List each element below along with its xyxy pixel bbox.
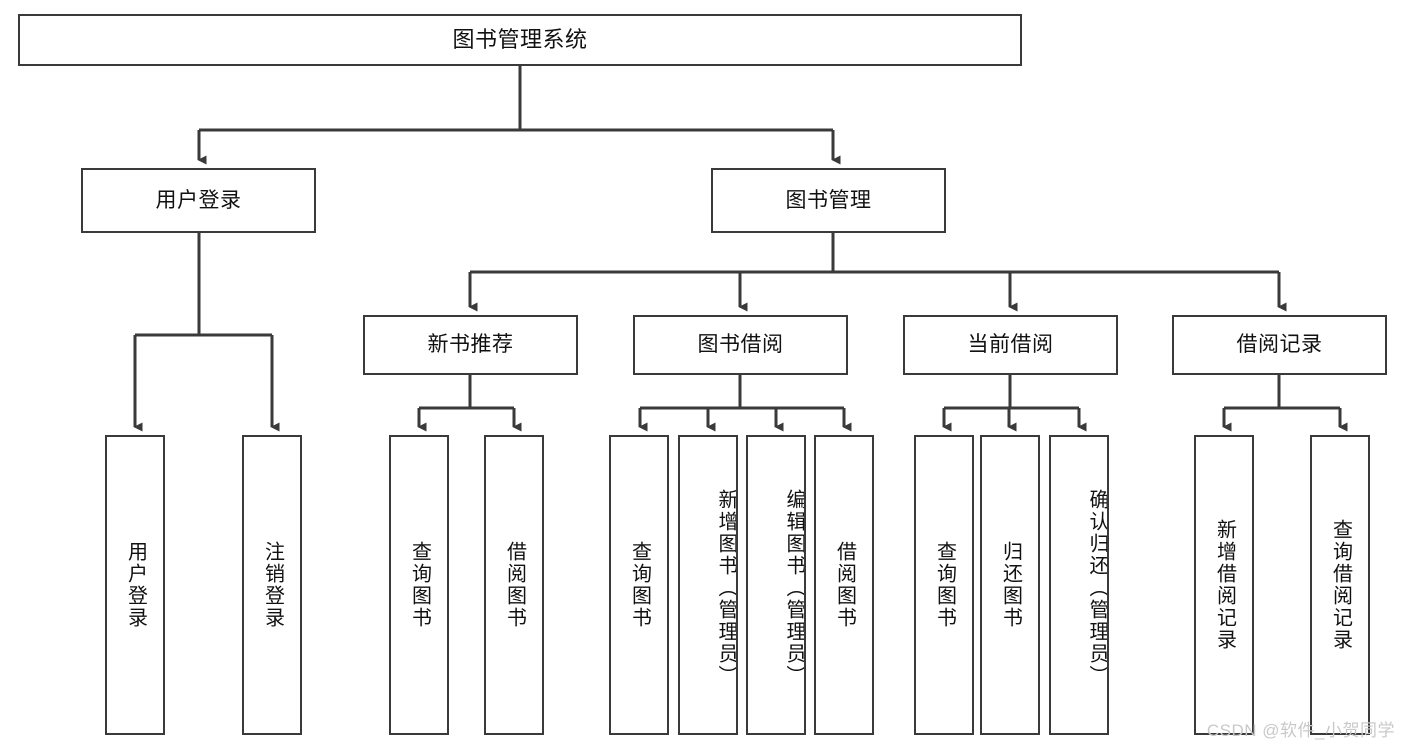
node-root-system[interactable]: 图书管理系统 <box>18 14 1022 66</box>
leaf-user-login[interactable]: 用户登录 <box>105 435 165 735</box>
leaf-borrow-add-book-admin[interactable]: 新增图书（管理员） <box>678 435 738 735</box>
node-book-borrow[interactable]: 图书借阅 <box>633 315 848 375</box>
leaf-current-return-book[interactable]: 归还图书 <box>980 435 1040 735</box>
leaf-current-query-book[interactable]: 查询图书 <box>914 435 974 735</box>
node-new-book-recommend[interactable]: 新书推荐 <box>363 315 578 375</box>
leaf-recommend-borrow-book[interactable]: 借阅图书 <box>484 435 544 735</box>
leaf-borrow-lend-book[interactable]: 借阅图书 <box>814 435 874 735</box>
leaf-record-add[interactable]: 新增借阅记录 <box>1194 435 1254 735</box>
leaf-current-confirm-return-admin[interactable]: 确认归还（管理员） <box>1049 435 1109 735</box>
node-book-manage[interactable]: 图书管理 <box>711 168 946 233</box>
leaf-logout[interactable]: 注销登录 <box>242 435 302 735</box>
leaf-record-search[interactable]: 查询借阅记录 <box>1310 435 1370 735</box>
node-user-login[interactable]: 用户登录 <box>81 168 316 233</box>
leaf-borrow-query-book[interactable]: 查询图书 <box>609 435 669 735</box>
leaf-recommend-query-book[interactable]: 查询图书 <box>389 435 449 735</box>
node-current-borrow[interactable]: 当前借阅 <box>903 315 1118 375</box>
leaf-borrow-edit-book-admin[interactable]: 编辑图书（管理员） <box>746 435 806 735</box>
watermark-text: CSDN @软件_小贺同学 <box>1206 721 1395 740</box>
node-borrow-record[interactable]: 借阅记录 <box>1172 315 1387 375</box>
